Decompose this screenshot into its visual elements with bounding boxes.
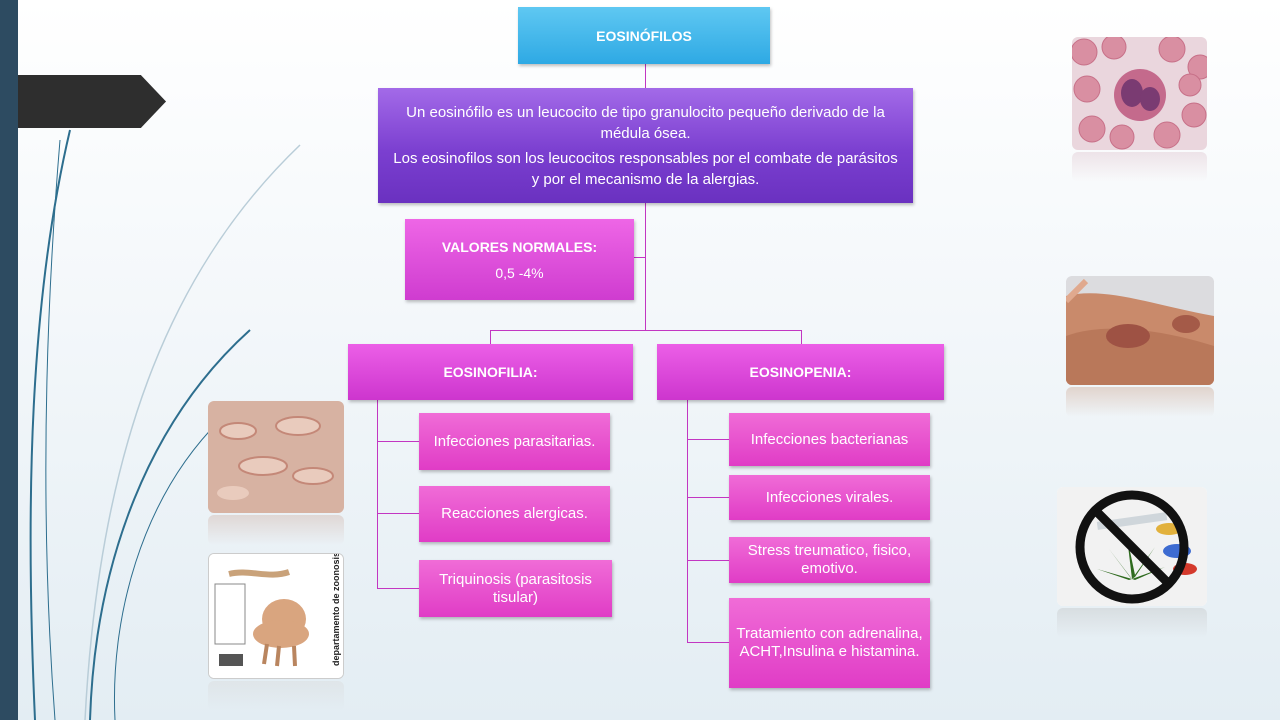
eosinopenia-item-4: Tratamiento con adrenalina, ACHT,Insulin… <box>729 598 930 688</box>
urticaria-skin-reflection <box>208 515 344 545</box>
description-line-2: Los eosinofilos son los leucocitos respo… <box>393 149 898 188</box>
zoonosis-poster-image: departamento de zoonosis <box>208 553 344 679</box>
skin-lesion-hand-reflection <box>1066 387 1214 417</box>
connector-left-item-2 <box>377 513 419 514</box>
connector-normal-values <box>634 257 646 258</box>
eosinofilia-item-3: Triquinosis (parasitosis tisular) <box>419 560 612 617</box>
connector-right-item-2 <box>687 497 729 498</box>
connector-right-item-1 <box>687 439 729 440</box>
connector-left-item-3 <box>377 588 419 589</box>
skin-lesion-hand-image <box>1066 276 1214 385</box>
eosinopenia-item-4-label: Tratamiento con adrenalina, ACHT,Insulin… <box>736 625 923 660</box>
no-drugs-sign-reflection <box>1057 608 1207 638</box>
connector-right-drop <box>801 330 802 344</box>
connector-horizontal <box>490 330 802 331</box>
eosinofilia-item-3-label: Triquinosis (parasitosis tisular) <box>439 570 592 606</box>
eosinopenia-item-2: Infecciones virales. <box>729 475 930 520</box>
root-title-box: EOSINÓFILOS <box>518 7 770 64</box>
eosinofilia-item-1: Infecciones parasitarias. <box>419 413 610 470</box>
zoonosis-poster-reflection <box>208 681 344 711</box>
urticaria-skin-image <box>208 401 344 513</box>
eosinopenia-item-1-label: Infecciones bacterianas <box>750 430 909 448</box>
eosinofilia-item-2-label: Reacciones alergicas. <box>441 505 588 522</box>
eosinopenia-title: EOSINOPENIA: <box>749 364 852 380</box>
connector-right-item-4 <box>687 642 729 643</box>
eosinofilia-item-1-label: Infecciones parasitarias. <box>433 432 596 450</box>
eosinofilia-box: EOSINOFILIA: <box>348 344 633 400</box>
eosinopenia-item-3-label: Stress treumatico, fisico, emotivo. <box>747 542 912 577</box>
zoonosis-poster-text: departamento de zoonosis <box>331 553 341 666</box>
connector-right-item-3 <box>687 560 729 561</box>
sidebar-stripe <box>0 0 18 720</box>
connector-desc-trunk <box>645 203 646 331</box>
connector-root-desc <box>645 64 646 88</box>
description-box: Un eosinófilo es un leucocito de tipo gr… <box>378 88 913 203</box>
eosinophil-micrograph-reflection <box>1072 152 1207 182</box>
description-line-1: Un eosinófilo es un leucocito de tipo gr… <box>406 103 885 142</box>
eosinopenia-item-1: Infecciones bacterianas <box>729 413 930 466</box>
normal-values-box: VALORES NORMALES: 0,5 -4% <box>405 219 634 300</box>
eosinofilia-item-2: Reacciones alergicas. <box>419 486 610 542</box>
eosinopenia-box: EOSINOPENIA: <box>657 344 944 400</box>
connector-left-drop <box>490 330 491 344</box>
normal-values-value: 0,5 -4% <box>495 264 544 281</box>
connector-left-vertical <box>377 400 378 589</box>
eosinophil-micrograph-image <box>1072 37 1207 150</box>
arrow-tab <box>18 75 166 128</box>
eosinopenia-item-3: Stress treumatico, fisico, emotivo. <box>729 537 930 583</box>
connector-right-vertical <box>687 400 688 642</box>
eosinopenia-item-2-label: Infecciones virales. <box>765 488 894 506</box>
normal-values-label: VALORES NORMALES: <box>441 238 598 255</box>
no-drugs-sign-image <box>1057 487 1207 606</box>
connector-left-item-1 <box>377 441 419 442</box>
root-title: EOSINÓFILOS <box>596 27 692 44</box>
eosinofilia-title: EOSINOFILIA: <box>443 364 538 380</box>
